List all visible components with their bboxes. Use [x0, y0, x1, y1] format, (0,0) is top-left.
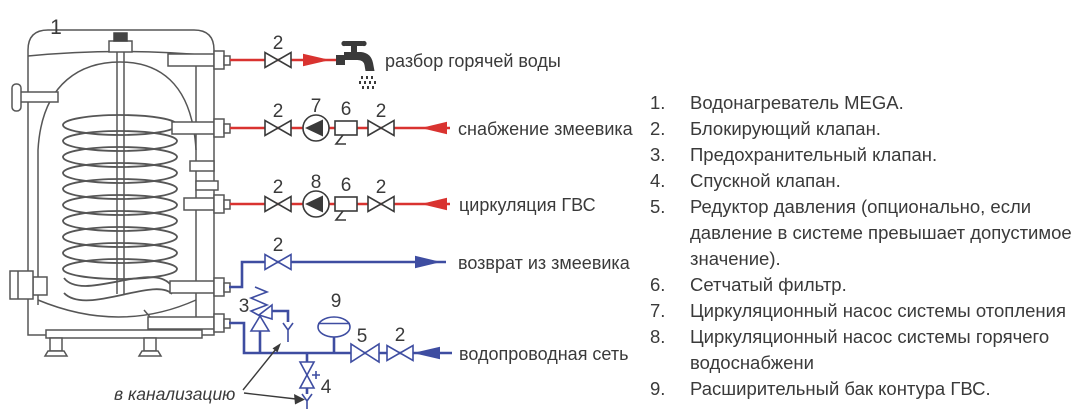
legend-item-text: Водонагреватель MEGA. — [690, 92, 904, 113]
mark-dhw-pump: 8 — [311, 172, 322, 193]
piping-diagram: 1 2 разбор горячей воды 2 7 6 2 снабжени… — [9, 16, 634, 409]
valve-symbol-coil-supply-1 — [264, 119, 292, 137]
anode-plug — [108, 40, 133, 53]
mark-drain-valve: 4 — [321, 377, 332, 398]
strainer-symbol-dhw-circ — [334, 196, 358, 221]
diagram-texts: 1 2 разбор горячей воды 2 7 6 2 снабжени… — [50, 16, 633, 404]
cold-line-symbols — [248, 253, 414, 409]
legend-item-text: Редуктор давления (опционально, если дав… — [690, 196, 1072, 269]
tank-fittings — [143, 50, 231, 333]
valve-symbol-dhw-circ-1 — [264, 195, 292, 213]
legend-item-9: 9. Расширительный бак контура ГВС. — [650, 376, 1086, 402]
legend-item-3: 3. Предохранительный клапан. — [650, 142, 1086, 168]
valve-symbol-coil-return — [264, 253, 292, 271]
side-flange — [32, 276, 48, 296]
water-heater-tank — [9, 29, 231, 357]
legend-item-1: 1. Водонагреватель MEGA. — [650, 90, 1086, 116]
label-coil-supply: снабжение змеевика — [458, 119, 634, 139]
expansion-tank-symbol — [317, 316, 351, 338]
label-to-sewer: в канализацию — [114, 384, 235, 404]
mark-heating-pump: 7 — [311, 96, 322, 117]
heating-pump-symbol — [302, 114, 330, 142]
legend-item-number: 1. — [650, 92, 666, 113]
legend-item-4: 4. Спускной клапан. — [650, 168, 1086, 194]
label-coil-return: возврат из змеевика — [458, 253, 631, 273]
legend-item-text: Блокирующий клапан. — [690, 118, 881, 139]
legend-item-number: 2. — [650, 118, 666, 139]
legend-item-number: 9. — [650, 378, 666, 399]
drain-funnel-1 — [282, 322, 294, 342]
mark-heater: 1 — [50, 16, 62, 39]
drain-valve-symbol — [298, 361, 320, 389]
valve-symbol-dhw-circ-2 — [367, 195, 395, 213]
valve-symbol-coil-supply-2 — [367, 119, 395, 137]
flow-arrow-water-mains — [413, 346, 440, 360]
legend-list: 1. Водонагреватель MEGA. 2. Блокирующий … — [650, 90, 1086, 402]
legend-item-text: Расширительный бак контура ГВС. — [690, 378, 991, 399]
label-dhw-circulation: циркуляция ГВС — [459, 195, 596, 215]
legend-item-number: 3. — [650, 144, 666, 165]
dhw-pump-symbol — [302, 190, 330, 218]
pressure-reducer-symbol — [350, 342, 380, 364]
mark-safety-valve: 3 — [239, 296, 250, 317]
mark-valve-row2a: 2 — [273, 101, 284, 122]
strainer-symbol-coil-supply — [334, 120, 358, 145]
legend-item-text: Спускной клапан. — [690, 170, 841, 191]
side-handle — [19, 91, 59, 103]
mark-valve-row3b: 2 — [376, 177, 387, 198]
cold-pipes — [229, 260, 452, 394]
hot-flow-arrows — [303, 53, 447, 211]
mark-strainer-row3: 6 — [341, 175, 352, 196]
mark-valve-mains: 2 — [395, 325, 406, 346]
flow-arrow-coil-return — [415, 255, 441, 269]
mark-strainer-row2: 6 — [341, 99, 352, 120]
mark-valve-row4: 2 — [273, 235, 284, 256]
faucet-spray-dots — [359, 76, 376, 89]
flow-arrow-dhw-circulation — [421, 197, 447, 211]
faucet-icon — [336, 40, 376, 89]
pipe-coil-return — [229, 260, 446, 289]
sewer-pointers — [242, 343, 305, 405]
hot-line-symbols — [264, 51, 395, 221]
legend-item-5: 5. Редуктор давления (опционально, если … — [650, 194, 1086, 272]
flow-arrow-coil-supply — [421, 121, 447, 135]
legend-item-8: 8. Циркуляционный насос системы горячего… — [650, 324, 1086, 376]
valve-symbol-hot-draw — [264, 51, 292, 69]
legend-item-number: 4. — [650, 170, 666, 191]
legend-item-7: 7. Циркуляционный насос системы отоплени… — [650, 298, 1086, 324]
drain-funnel-2 — [301, 393, 313, 409]
legend-item-6: 6. Сетчатый фильтр. — [650, 272, 1086, 298]
pipe-water-mains — [229, 321, 452, 355]
flow-arrow-hot-water-draw — [303, 53, 330, 67]
safety-valve-symbol — [248, 286, 273, 332]
legend-item-text: Циркуляционный насос системы горячего во… — [690, 326, 1050, 373]
legend-item-text: Сетчатый фильтр. — [690, 274, 847, 295]
mark-valve-row3a: 2 — [273, 177, 284, 198]
tank-base — [45, 329, 203, 339]
legend-item-text: Циркуляционный насос системы отопления — [690, 300, 1066, 321]
mark-valve-row1: 2 — [273, 33, 284, 54]
cold-flow-arrows — [413, 255, 441, 360]
label-water-mains: водопроводная сеть — [459, 344, 628, 364]
legend-item-text: Предохранительный клапан. — [690, 144, 938, 165]
label-hot-water-draw: разбор горячей воды — [385, 51, 561, 71]
mark-reducer: 5 — [357, 326, 368, 347]
legend-item-2: 2. Блокирующий клапан. — [650, 116, 1086, 142]
mark-expansion-tank: 9 — [331, 291, 342, 312]
safety-valve-discharge — [272, 309, 290, 322]
legend-item-number: 5. — [650, 196, 666, 217]
legend-item-number: 7. — [650, 300, 666, 321]
legend-item-number: 8. — [650, 326, 666, 347]
legend-item-number: 6. — [650, 274, 666, 295]
valve-symbol-water-mains — [386, 344, 414, 362]
mark-valve-row2b: 2 — [376, 101, 387, 122]
